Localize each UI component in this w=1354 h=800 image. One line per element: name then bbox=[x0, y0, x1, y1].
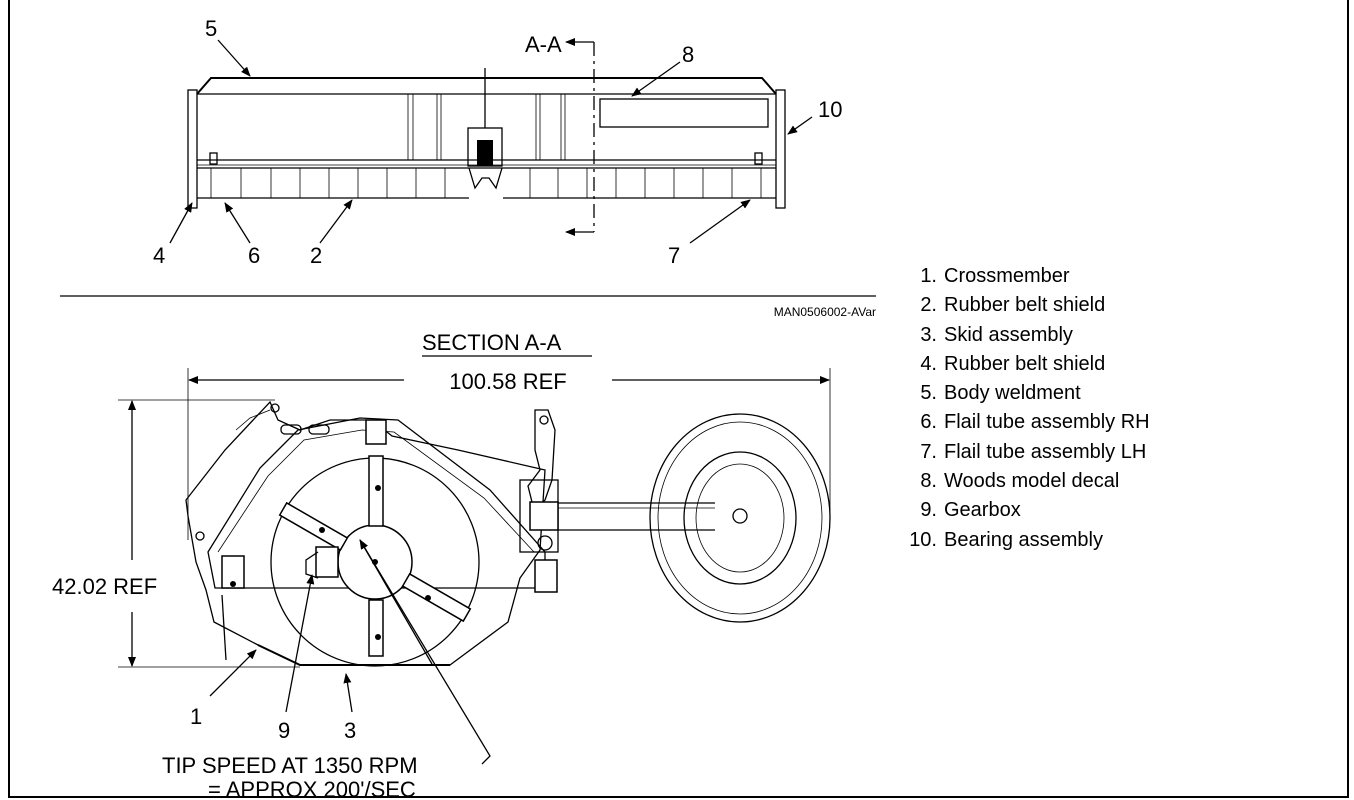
legend-item: 6. Flail tube assembly RH bbox=[902, 408, 1322, 437]
legend-label: Rubber belt shield bbox=[944, 352, 1106, 375]
callout-5: 5 bbox=[205, 16, 217, 41]
figure-id: MAN0506002-AVar bbox=[774, 305, 876, 319]
height-dimension: 42.02 REF bbox=[52, 574, 157, 599]
section-gearbox bbox=[315, 546, 339, 578]
callout-3: 3 bbox=[344, 718, 356, 743]
callout-2: 2 bbox=[310, 243, 322, 268]
legend-item: 8. Woods model decal bbox=[902, 467, 1322, 496]
legend-label: Woods model decal bbox=[944, 470, 1120, 493]
legend-item: 7. Flail tube assembly LH bbox=[902, 438, 1322, 467]
legend-label: Rubber belt shield bbox=[944, 294, 1106, 317]
model-decal bbox=[599, 98, 769, 128]
section-view: SECTION A-A 100.58 REF 42.02 REF bbox=[52, 330, 831, 800]
parts-legend: 1. Crossmember 2. Rubber belt shield 3. Skid … bbox=[902, 262, 1322, 555]
left-end-plate bbox=[187, 89, 198, 209]
gauge-wheel bbox=[649, 413, 831, 623]
tip-speed-note-line2: = APPROX 200'/SEC bbox=[208, 777, 416, 800]
legend-label: Skid assembly bbox=[944, 323, 1073, 346]
legend-item: 9. Gearbox bbox=[902, 496, 1322, 525]
legend-item: 10. Bearing assembly bbox=[902, 526, 1322, 555]
legend-item: 3. Skid assembly bbox=[902, 321, 1322, 350]
section-title: SECTION A-A bbox=[422, 330, 562, 355]
callout-10: 10 bbox=[818, 97, 842, 122]
skid bbox=[257, 644, 450, 666]
legend-number: 5. bbox=[920, 382, 937, 405]
flail-knives bbox=[210, 168, 762, 198]
legend-number: 6. bbox=[920, 411, 937, 434]
housing-outline bbox=[185, 400, 546, 666]
figure-frame bbox=[8, 0, 1349, 798]
callout-4: 4 bbox=[153, 243, 165, 268]
legend-number: 3. bbox=[920, 323, 937, 346]
legend-label: Flail tube assembly LH bbox=[944, 440, 1147, 463]
legend-label: Flail tube assembly RH bbox=[944, 411, 1150, 434]
legend-number: 7. bbox=[920, 440, 937, 463]
tip-speed-note-line1: TIP SPEED AT 1350 RPM bbox=[162, 753, 418, 778]
legend-item: 1. Crossmember bbox=[902, 262, 1322, 291]
legend-item: 2. Rubber belt shield bbox=[902, 291, 1322, 320]
callout-9: 9 bbox=[278, 718, 290, 743]
legend-label: Crossmember bbox=[944, 265, 1070, 287]
legend-number: 9. bbox=[920, 499, 937, 522]
legend-label: Bearing assembly bbox=[944, 528, 1103, 551]
callout-6: 6 bbox=[248, 243, 260, 268]
legend-item: 5. Body weldment bbox=[902, 379, 1322, 408]
legend-number: 1. bbox=[920, 265, 937, 287]
callout-1: 1 bbox=[190, 704, 202, 729]
body-top-outline bbox=[196, 77, 777, 95]
legend-number: 2. bbox=[920, 294, 937, 317]
legend-item: 4. Rubber belt shield bbox=[902, 350, 1322, 379]
callout-7: 7 bbox=[668, 243, 680, 268]
section-marker-label: A-A bbox=[525, 32, 562, 57]
legend-label: Body weldment bbox=[944, 382, 1081, 405]
top-view: 5 8 10 4 6 2 7 A-A bbox=[153, 16, 842, 268]
legend-number: 8. bbox=[920, 470, 937, 493]
legend-number: 4. bbox=[920, 352, 937, 375]
width-dimension: 100.58 REF bbox=[449, 369, 566, 394]
wheel-arm-bracket bbox=[527, 409, 556, 512]
legend-label: Gearbox bbox=[944, 499, 1021, 522]
callout-8: 8 bbox=[682, 42, 694, 67]
right-end-plate bbox=[775, 89, 786, 209]
legend-number: 10. bbox=[909, 528, 937, 551]
